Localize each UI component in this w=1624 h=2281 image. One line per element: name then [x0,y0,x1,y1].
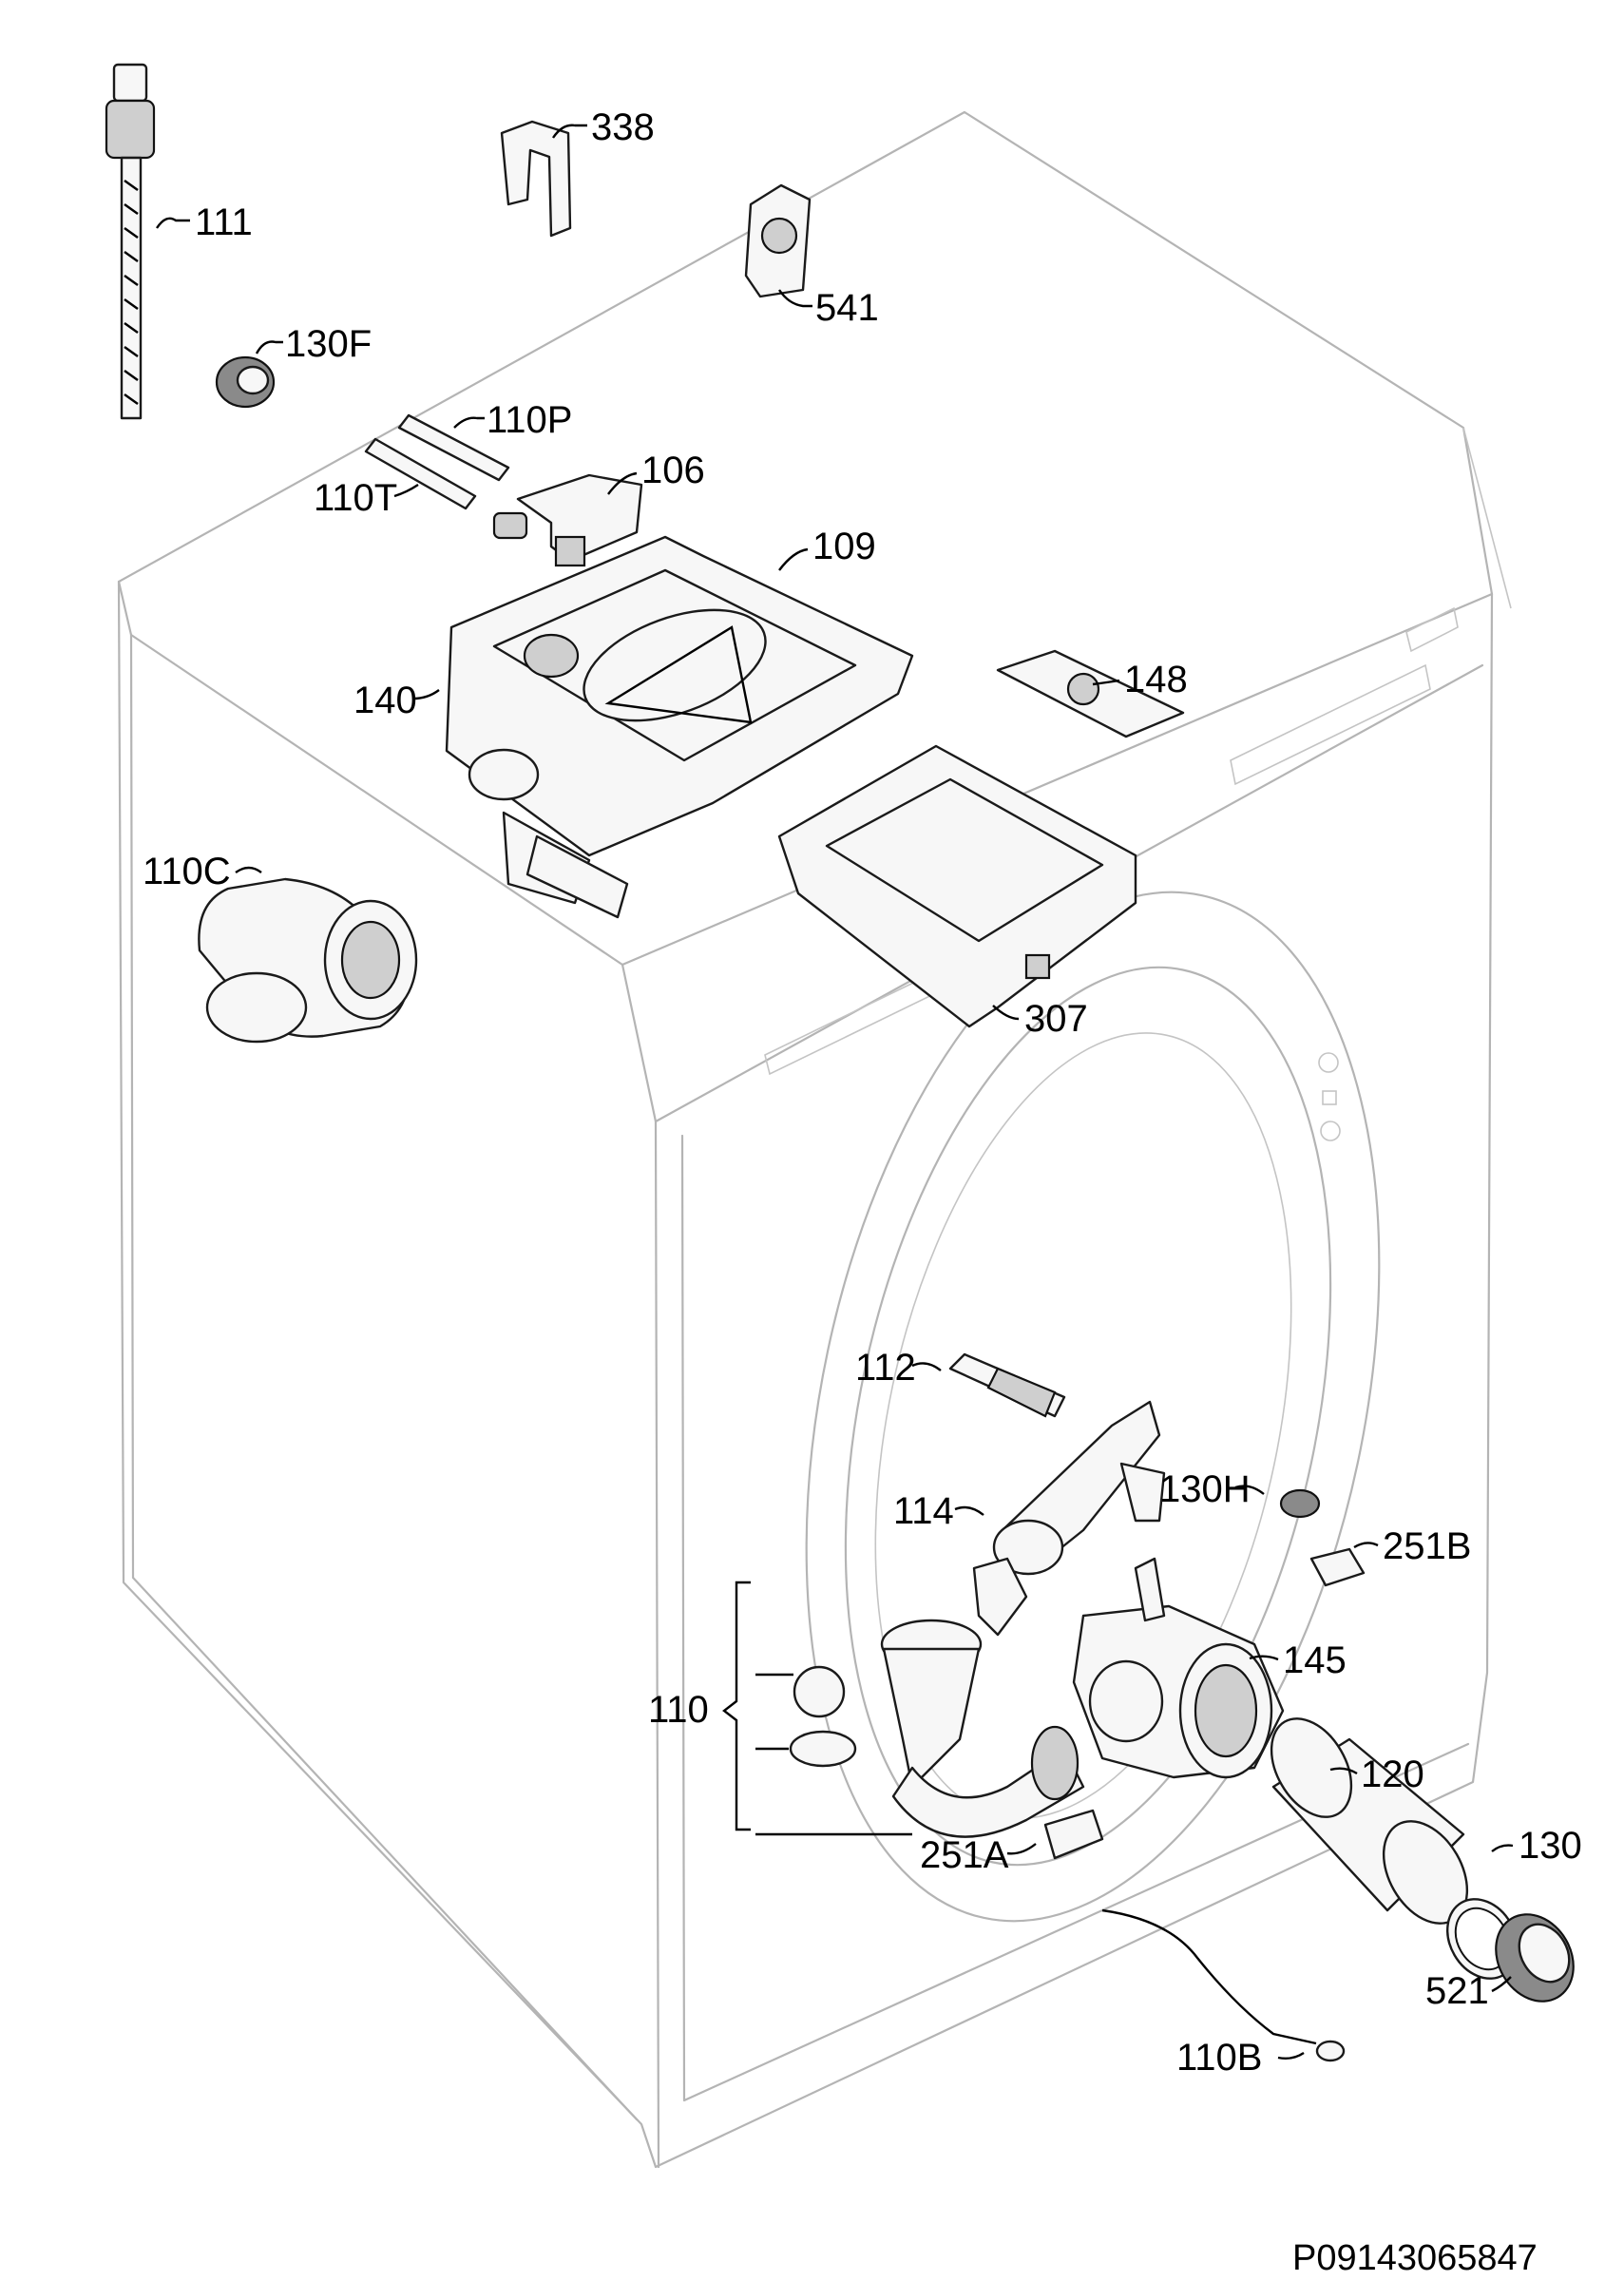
label-120: 120 [1361,1754,1424,1795]
filter-cap-521 [1495,1913,1575,2003]
inlet-hose [105,63,156,420]
label-106: 106 [641,450,705,491]
hose-112 [948,1352,1066,1418]
valve-106 [492,473,643,567]
tubes-110p-110t [364,413,510,510]
sump-hose-110 [789,1557,1085,1838]
drawing-code: P09143065847 [1292,2238,1538,2278]
label-145: 145 [1283,1639,1347,1681]
emergency-drain-110b [1101,1908,1346,2062]
label-148: 148 [1124,659,1188,700]
bracket-541 [744,183,812,298]
hose-clip-338 [500,120,572,238]
label-111: 111 [195,201,253,243]
elbow-hose-110c [198,877,418,1044]
leader-lines [156,124,1514,2061]
dispenser-housing-140-109 [445,535,914,919]
drain-pump-145 [1072,1557,1285,1779]
plug-130h [1279,1488,1321,1519]
label-114: 114 [893,1490,954,1532]
label-130f: 130F [285,323,372,365]
machine-cabinet [117,110,1512,2169]
label-110c: 110C [143,851,231,892]
label-110: 110 [648,1689,709,1731]
latch-plate-148 [996,649,1185,738]
clip-251b [1309,1547,1366,1587]
label-110b: 110B [1176,2037,1262,2079]
label-110p: 110P [487,399,572,441]
label-338: 338 [591,106,655,148]
plug-130f [215,355,276,409]
label-130h: 130H [1159,1468,1251,1510]
label-140: 140 [353,680,417,721]
dispenser-drawer-307 [777,744,1137,1028]
label-251b: 251B [1383,1525,1471,1567]
part-labels: 111 338 541 130F 110P 110T 106 109 140 1… [143,106,1582,2079]
label-112: 112 [855,1347,916,1389]
clip-251a [1043,1809,1104,1860]
label-109: 109 [812,526,876,567]
hose-114 [992,1400,1166,1576]
filter-120 [1270,1717,1469,1925]
label-130: 130 [1519,1825,1582,1867]
label-521: 521 [1425,1970,1489,2012]
label-110t: 110T [314,477,397,519]
label-541: 541 [815,287,879,329]
label-307: 307 [1024,998,1088,1040]
label-251a: 251A [920,1834,1009,1876]
